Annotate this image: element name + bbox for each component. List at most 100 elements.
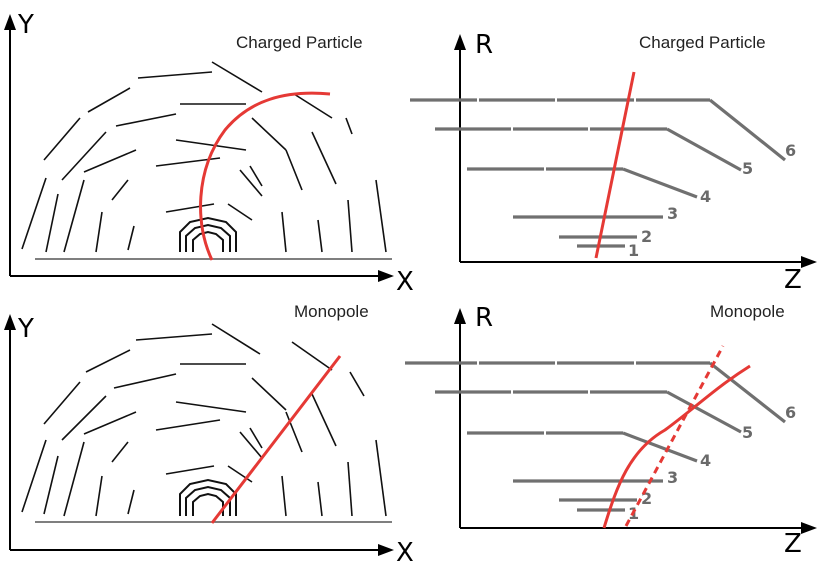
layer-label-5: 5 bbox=[742, 423, 753, 442]
x-axis-label: X bbox=[396, 538, 414, 568]
rz-monopole-panel: R Z Monopole 6 5 4 3 2 1 bbox=[405, 290, 830, 583]
xy-monopole-panel: Y X Monopole bbox=[0, 290, 414, 583]
detector-segment bbox=[85, 349, 131, 373]
pixel-detector bbox=[179, 478, 237, 516]
layer-label-6: 6 bbox=[785, 403, 796, 422]
detector-segment bbox=[43, 117, 81, 161]
layer-endcap-5 bbox=[666, 127, 742, 172]
arrow-right-icon bbox=[378, 270, 394, 282]
layer-gaps bbox=[477, 359, 636, 437]
layer-label-4: 4 bbox=[700, 187, 711, 206]
panel-title: Monopole bbox=[294, 302, 369, 321]
arrow-up-icon bbox=[4, 14, 16, 30]
monopole-track bbox=[210, 355, 342, 524]
detector-segment bbox=[95, 211, 103, 253]
detector-segment bbox=[251, 377, 287, 411]
arrow-right-icon bbox=[801, 256, 817, 268]
arrow-right-icon bbox=[801, 522, 817, 534]
monopole-track-straight bbox=[624, 345, 725, 527]
detector-segment bbox=[249, 165, 263, 187]
xy-monopole-svg: Y X Monopole bbox=[4, 302, 414, 568]
detector-segment bbox=[347, 461, 353, 517]
detector-segment bbox=[239, 431, 263, 459]
pixel-layer bbox=[179, 216, 237, 252]
layer-label-3: 3 bbox=[667, 204, 678, 223]
r-axis-label: R bbox=[475, 303, 493, 333]
x-axis-label: X bbox=[396, 267, 414, 297]
detector-segment bbox=[285, 149, 303, 191]
charged-track-arc bbox=[199, 91, 331, 261]
detector-segment bbox=[111, 179, 129, 201]
layer-endcap-4 bbox=[622, 167, 698, 199]
arrow-right-icon bbox=[378, 544, 394, 556]
detector-segment bbox=[281, 211, 287, 253]
y-axis-label: Y bbox=[17, 314, 34, 344]
detector-segment bbox=[251, 117, 287, 151]
detector-segment bbox=[175, 139, 247, 151]
detector-segment bbox=[95, 475, 103, 517]
layer-label-2: 2 bbox=[641, 489, 652, 508]
detector-segment bbox=[43, 381, 81, 425]
layer-label-4: 4 bbox=[700, 451, 711, 470]
layer-label-1: 1 bbox=[628, 241, 639, 260]
z-axis-label: Z bbox=[784, 265, 802, 295]
detector-segment bbox=[291, 341, 333, 371]
rz-layers bbox=[410, 98, 786, 248]
detector-segment bbox=[135, 333, 213, 341]
charged-track bbox=[594, 71, 636, 259]
layer-gaps bbox=[477, 96, 636, 173]
pixel-detector bbox=[179, 216, 237, 252]
panel-title: Monopole bbox=[710, 302, 785, 321]
rz-layers bbox=[405, 361, 786, 512]
detector-segment bbox=[349, 371, 365, 397]
rz-charged-panel: R Z Charged Particle 6 5 4 3 2 1 bbox=[405, 0, 830, 295]
detector-segment bbox=[375, 439, 387, 517]
z-axis-label: Z bbox=[784, 529, 802, 559]
xy-charged-svg: Y X Charged Particle bbox=[4, 10, 414, 297]
detector-segment bbox=[311, 131, 337, 185]
detector-segment bbox=[211, 323, 261, 355]
detector-segment bbox=[281, 475, 287, 517]
detector-segment bbox=[165, 203, 215, 213]
detector-segment bbox=[61, 395, 107, 441]
monopole-track-curve bbox=[602, 364, 751, 529]
panel-title: Charged Particle bbox=[639, 33, 766, 52]
layer-label-3: 3 bbox=[667, 468, 678, 487]
arrow-up-icon bbox=[454, 308, 466, 324]
detector-segment bbox=[45, 193, 59, 253]
detector-segment bbox=[21, 177, 47, 250]
detector-segment bbox=[21, 439, 47, 513]
pixel-layer bbox=[192, 230, 224, 252]
detector-segment bbox=[227, 465, 253, 483]
y-axis-label: Y bbox=[17, 10, 34, 40]
rz-monopole-svg: R Z Monopole 6 5 4 3 2 1 bbox=[405, 302, 817, 559]
detector-segment bbox=[63, 441, 85, 517]
pixel-layer bbox=[185, 223, 231, 252]
layer-label-5: 5 bbox=[742, 159, 753, 178]
detector-segment bbox=[83, 149, 137, 173]
layer-label-6: 6 bbox=[785, 141, 796, 160]
detector-segment bbox=[347, 199, 353, 253]
detector-segment bbox=[63, 179, 85, 253]
detector-segment bbox=[239, 169, 263, 197]
layer-label-2: 2 bbox=[641, 227, 652, 246]
detector-segment bbox=[83, 411, 137, 435]
detector-segment bbox=[87, 87, 131, 113]
rz-charged-svg: R Z Charged Particle 6 5 4 3 2 1 bbox=[410, 30, 817, 295]
detector-segment bbox=[127, 225, 135, 251]
detector-segment bbox=[43, 455, 59, 515]
detector-segment bbox=[375, 179, 387, 253]
detector-segment bbox=[285, 411, 303, 453]
detector-segment bbox=[115, 113, 177, 127]
detector-segment bbox=[137, 71, 213, 79]
layer-endcap-6 bbox=[709, 361, 786, 424]
monopole-track bbox=[602, 345, 751, 529]
detector-segments bbox=[21, 323, 387, 517]
detector-segment bbox=[317, 481, 323, 517]
pixel-layer bbox=[192, 492, 224, 516]
charged-track-line bbox=[594, 71, 636, 259]
panel-title: Charged Particle bbox=[236, 33, 363, 52]
pixel-layer bbox=[179, 478, 237, 516]
detector-segment bbox=[165, 465, 215, 475]
r-axis-label: R bbox=[475, 30, 493, 60]
